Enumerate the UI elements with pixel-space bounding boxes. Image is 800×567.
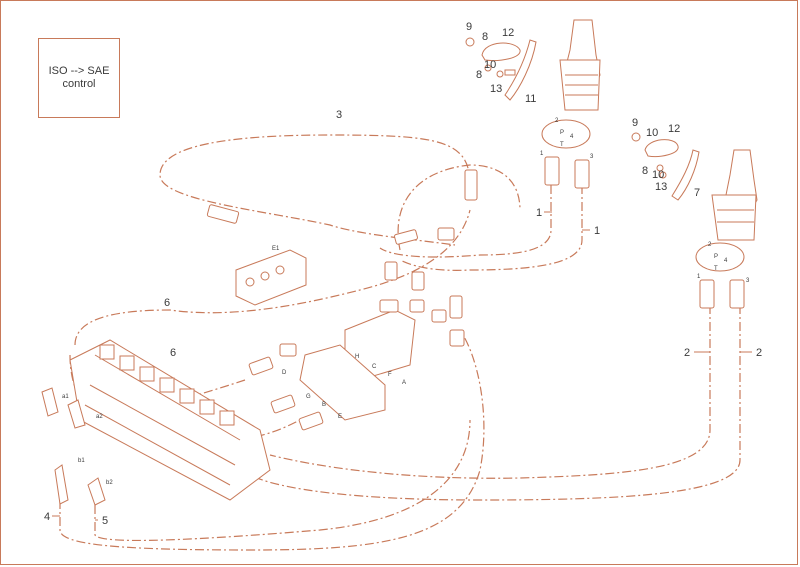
port-b: B: [322, 402, 326, 408]
fittings-a: [544, 156, 590, 189]
hose-3: [159, 134, 471, 246]
hose-4: [59, 329, 485, 551]
iso-sae-note-box: ISO --> SAE control: [38, 38, 120, 118]
callout-13b: 13: [655, 181, 667, 193]
hose-2-right: [249, 305, 741, 501]
label-a2: a2: [96, 414, 103, 420]
callout-8c: 8: [642, 165, 648, 177]
plate-b-p: P: [714, 254, 718, 260]
label-a1: a1: [62, 394, 69, 400]
plate-b-2: 2: [708, 242, 712, 248]
hose-1-left: [379, 185, 552, 258]
callout-5: 5: [102, 515, 108, 527]
fittings-b: [699, 279, 745, 309]
clamp-a: [465, 37, 537, 101]
leader-lines: [52, 211, 752, 521]
joystick-b: [711, 149, 758, 241]
callout-7: 7: [694, 187, 700, 199]
callout-4: 4: [44, 511, 50, 523]
manifold-e1: [235, 249, 307, 306]
callout-6b: 6: [170, 347, 176, 359]
callout-13a: 13: [490, 83, 502, 95]
hose-1-right: [399, 185, 583, 271]
port-g: G: [306, 394, 311, 400]
clamp-b: [631, 132, 700, 201]
plate-a-3: 3: [590, 154, 594, 160]
plate-b-1: 1: [697, 274, 701, 280]
note-line-2: control: [62, 78, 96, 90]
port-f: F: [388, 372, 392, 378]
control-valve-block: [69, 339, 271, 501]
callout-1b: 1: [594, 225, 600, 237]
callout-12b: 12: [668, 123, 680, 135]
hose-5: [94, 419, 471, 542]
fittings-center: [206, 169, 478, 431]
callout-2b: 2: [756, 347, 762, 359]
elbow-fittings-left: [41, 387, 106, 506]
plate-a-1: 1: [540, 151, 544, 157]
manifold-main: [299, 309, 416, 421]
port-d: D: [282, 370, 287, 376]
hose-2-left: [269, 305, 711, 479]
callout-12a: 12: [502, 27, 514, 39]
pilot-plate-a: [541, 119, 591, 149]
plate-b-t: T: [714, 266, 718, 272]
pilot-plate-b: [695, 242, 745, 272]
callout-8b: 8: [476, 69, 482, 81]
label-b2: b2: [106, 480, 113, 486]
label-b1: b1: [78, 458, 85, 464]
callout-10c: 10: [652, 169, 664, 181]
port-a: A: [402, 380, 406, 386]
callout-1a: 1: [536, 207, 542, 219]
callout-9b: 9: [632, 117, 638, 129]
callout-3: 3: [336, 109, 342, 121]
callout-2a: 2: [684, 347, 690, 359]
plate-b-4: 4: [724, 258, 728, 264]
callout-6a: 6: [164, 297, 170, 309]
plate-a-p: P: [560, 130, 564, 136]
callout-10a: 10: [484, 59, 496, 71]
plate-a-t: T: [560, 142, 564, 148]
callout-8a: 8: [482, 31, 488, 43]
note-line-1: ISO --> SAE: [48, 65, 110, 77]
joystick-a: [559, 19, 601, 111]
callout-9a: 9: [466, 21, 472, 33]
plate-b-3: 3: [746, 278, 750, 284]
port-e: E: [338, 414, 342, 420]
port-c: C: [372, 364, 377, 370]
plate-a-2: 2: [555, 118, 559, 124]
label-e1: E1: [272, 246, 280, 252]
callout-11: 11: [525, 93, 536, 105]
hose-diag: [397, 164, 521, 251]
hose-6-upper: [74, 209, 471, 346]
callout-10b: 10: [646, 127, 658, 139]
plate-a-4: 4: [570, 134, 574, 140]
port-h: H: [355, 354, 359, 360]
